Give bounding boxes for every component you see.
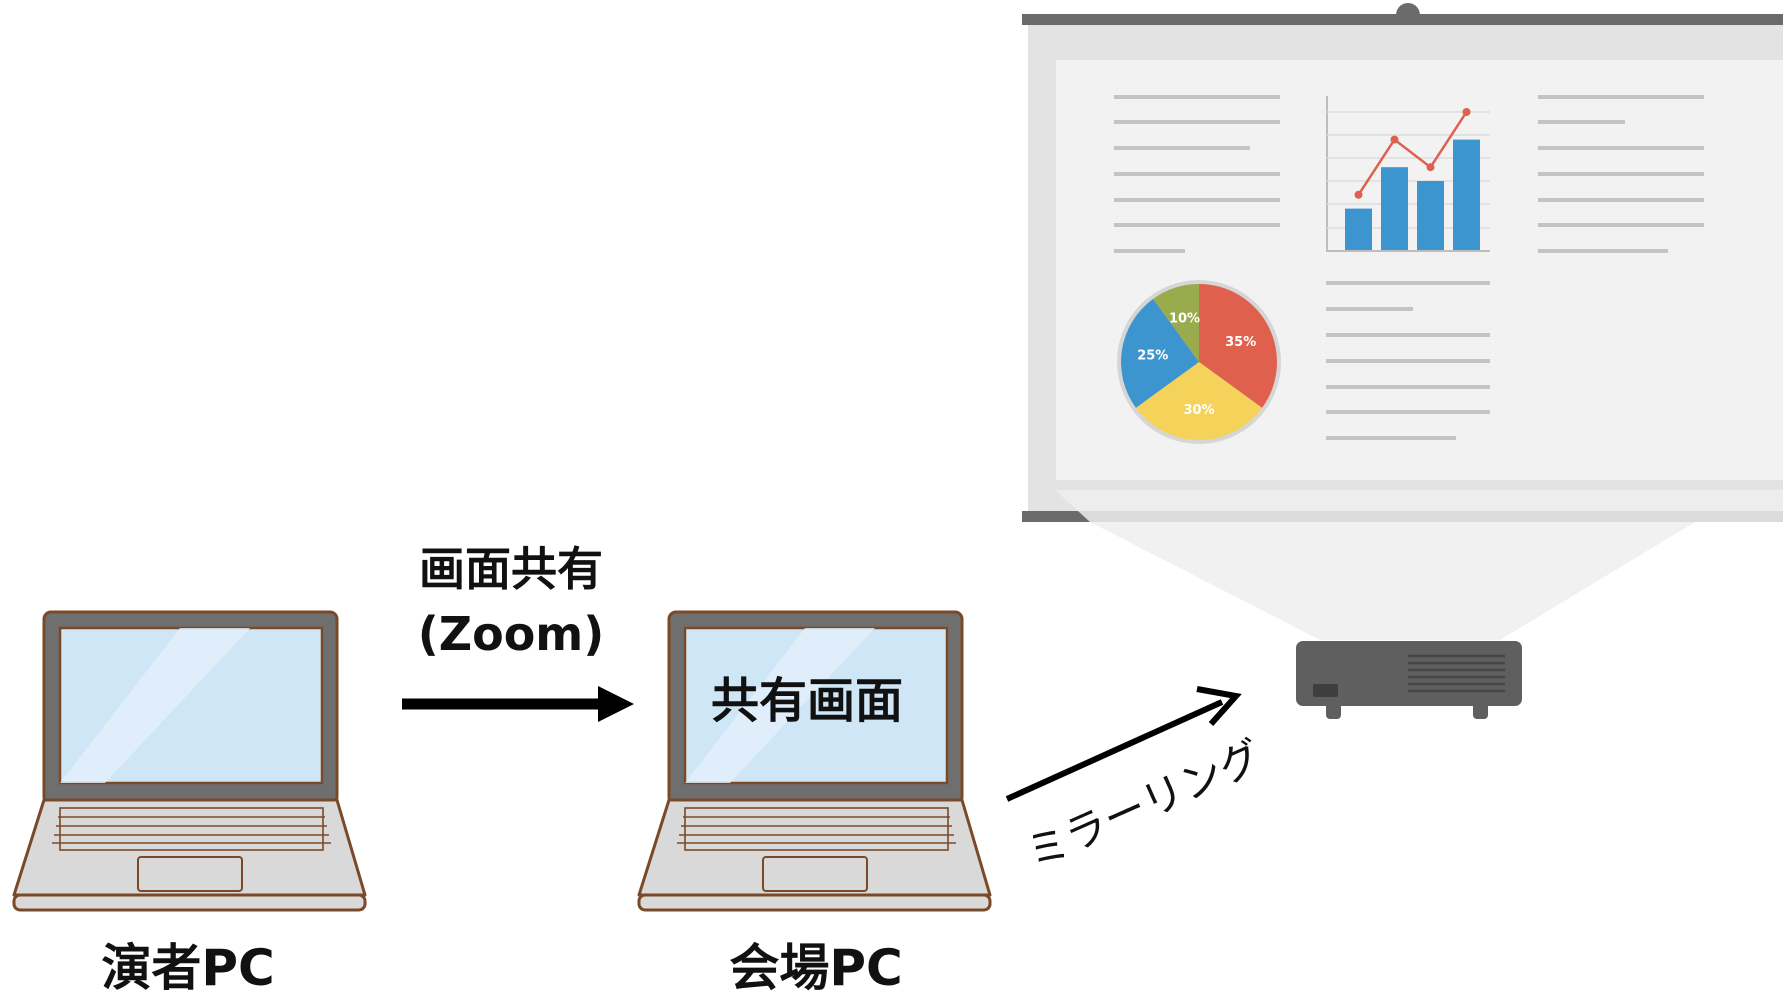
slide-text-lines-left: [1114, 95, 1280, 253]
trend-line: [1357, 111, 1468, 196]
pie-labels: 35% 30% 25% 10%: [1137, 311, 1256, 417]
presenter-laptop: [12, 610, 367, 912]
trend-point-4: [1462, 108, 1471, 116]
projector-foot-right: [1473, 702, 1488, 719]
trend-point-1: [1354, 190, 1363, 199]
pie-label-4: 10%: [1169, 311, 1200, 326]
venue-laptop: 共有画面: [637, 610, 992, 912]
pie-slices: [1121, 284, 1277, 440]
pie-slice-4: [1153, 284, 1199, 362]
venue-laptop-base: [637, 798, 992, 897]
bar-chart-trend: [1354, 108, 1471, 199]
pie-slice-3: [1121, 298, 1199, 408]
bar-1: [1345, 208, 1372, 250]
venue-laptop-front: [637, 893, 992, 912]
bar-2: [1381, 167, 1408, 250]
projection-screen: 35% 30% 25% 10%: [1022, 3, 1783, 522]
screen-share-zoom-label: (Zoom): [418, 607, 605, 661]
bar-4: [1453, 139, 1480, 250]
pie-slice-2: [1135, 362, 1263, 440]
pie-label-2: 30%: [1183, 403, 1214, 418]
slide-pie-chart: 35% 30% 25% 10%: [1117, 280, 1281, 444]
venue-laptop-keyboard: [677, 807, 956, 851]
projection-beam: [1055, 490, 1783, 640]
pie-label-1: 35%: [1225, 335, 1256, 350]
projector-lens: [1313, 684, 1338, 697]
bar-chart-bars: [1345, 139, 1480, 250]
mirroring-label: ミラーリング: [1019, 731, 1269, 878]
screen-share-label: 画面共有: [419, 542, 603, 596]
slide-bar-chart: [1326, 96, 1490, 252]
presenter-pc-label: 演者PC: [101, 939, 274, 992]
mirroring-arrow: [1005, 686, 1242, 802]
presenter-laptop-trackpad: [137, 856, 243, 892]
presenter-laptop-keyboard: [52, 807, 331, 851]
slide-text-lines-middle: [1326, 281, 1490, 440]
slide-text-lines-right: [1538, 95, 1704, 253]
mirroring-arrow-head: [1196, 686, 1242, 726]
venue-laptop-trackpad: [762, 856, 868, 892]
pie-label-3: 25%: [1137, 349, 1168, 364]
venue-screen-glare: [685, 628, 875, 783]
projector: [1296, 641, 1522, 719]
pie-slice-1: [1199, 284, 1277, 408]
venue-pc-label: 会場PC: [729, 939, 902, 992]
trend-point-3: [1426, 163, 1435, 172]
mirroring-arrow-shaft: [1005, 699, 1224, 802]
screen-top-bar: [1022, 14, 1783, 25]
trend-point-2: [1390, 135, 1399, 144]
projector-vent: [1408, 654, 1505, 693]
bar-3: [1417, 181, 1444, 250]
presenter-laptop-front: [12, 893, 367, 912]
shared-screen-label: 共有画面: [711, 673, 903, 729]
screen-share-arrow-head: [598, 686, 634, 722]
projector-foot-left: [1326, 702, 1341, 719]
screen-share-arrow: [402, 686, 634, 722]
presenter-screen-glare: [60, 628, 250, 783]
presenter-laptop-base: [12, 798, 367, 897]
